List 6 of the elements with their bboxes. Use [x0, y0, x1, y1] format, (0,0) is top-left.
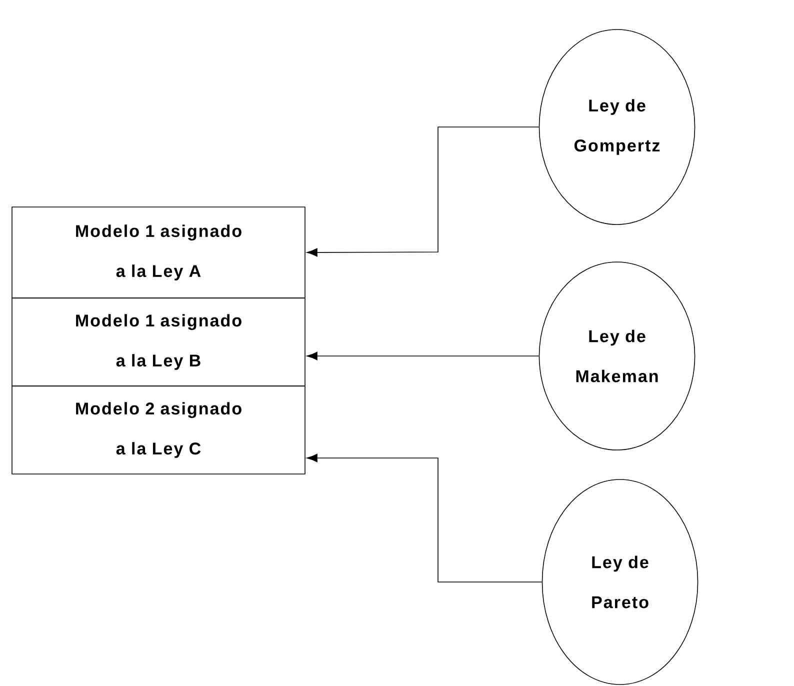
model-box: Modelo 1 asignado a la Ley B — [12, 298, 306, 386]
model-box: Modelo 2 asignado a la Ley C — [12, 386, 306, 474]
model-box: Modelo 1 asignado a la Ley A — [12, 206, 306, 298]
arrow — [306, 352, 540, 360]
arrow — [306, 126, 540, 257]
arrow — [306, 454, 542, 582]
